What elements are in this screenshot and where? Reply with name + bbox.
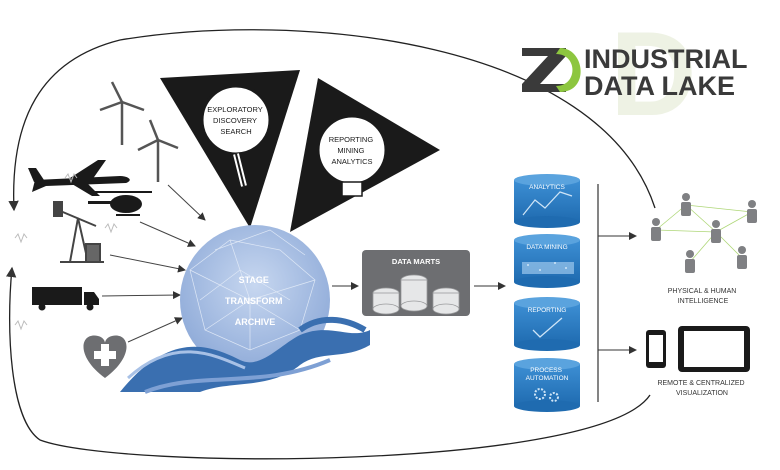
line-chart-icon <box>522 191 573 216</box>
wind-turbine-icon <box>99 81 179 182</box>
scatter-dots-icon <box>522 262 574 274</box>
checkmark-icon <box>532 317 563 338</box>
exploratory-line3: SEARCH <box>220 127 251 136</box>
heart-health-icon <box>83 335 127 378</box>
zd-mark-icon <box>522 48 581 92</box>
output-process-line2: AUTOMATION <box>526 375 569 382</box>
output-reporting: REPORTING <box>514 297 580 351</box>
source-arrows <box>101 184 206 343</box>
logo-watermark: D <box>610 7 697 141</box>
logo-line1: INDUSTRIAL <box>584 44 748 74</box>
data-marts: DATA MARTS <box>362 250 470 316</box>
reporting-line1: REPORTING <box>329 135 374 144</box>
signal-waves-icon <box>14 172 118 331</box>
svg-text:PROCESS AUTOMATION: PROCESS AUTOMATION <box>526 367 569 382</box>
data-marts-label: DATA MARTS <box>392 257 440 266</box>
output-process-automation: PROCESS AUTOMATION <box>514 358 580 412</box>
lake-line2: TRANSFORM <box>225 296 283 306</box>
exploratory-line1: EXPLORATORY <box>207 105 262 114</box>
intelligence-line1: PHYSICAL & HUMAN <box>668 288 737 295</box>
people-network-icon <box>651 193 757 273</box>
devices-icon <box>646 326 750 372</box>
reporting-line2: MINING <box>337 146 364 155</box>
output-data-mining-label: DATA MINING <box>526 244 567 251</box>
data-lake-sphere: STAGE TRANSFORM ARCHIVE <box>180 225 330 375</box>
svg-text:STAGE TRANSFORM AR: STAGE TRANSFORM ARCHIVE <box>225 275 285 327</box>
reporting-line3: ANALYTICS <box>331 157 372 166</box>
wave-icon <box>120 316 370 394</box>
lake-line3: ARCHIVE <box>235 317 276 327</box>
svg-text:REPORTING MINING A: REPORTING MINING ANALYTICS <box>329 135 376 166</box>
output-data-mining: DATA MINING <box>514 234 580 288</box>
lake-line1: STAGE <box>239 275 269 285</box>
output-reporting-label: REPORTING <box>528 307 567 314</box>
truck-icon <box>32 287 99 311</box>
feedback-loop-top <box>8 29 656 212</box>
svg-text:PHYSICAL & HUMAN INTELLIGE: PHYSICAL & HUMAN INTELLIGENCE <box>668 288 739 305</box>
oil-pump-icon <box>53 201 104 263</box>
gears-icon <box>534 388 559 402</box>
airplane-icon <box>28 160 130 196</box>
exploratory-funnel: EXPLORATORY DISCOVERY SEARCH <box>160 70 300 228</box>
svg-text:REMOTE & CENTRALIZED VISUA: REMOTE & CENTRALIZED VISUALIZATION <box>657 380 746 397</box>
logo: D INDUSTRIAL DATA LAKE <box>522 7 748 141</box>
reporting-funnel: REPORTING MINING ANALYTICS <box>290 78 440 232</box>
logo-line2: DATA LAKE <box>584 71 735 101</box>
output-analytics: ANALYTICS <box>514 174 580 228</box>
output-process-line1: PROCESS <box>530 367 562 374</box>
svg-text:EXPLORATORY DISCOVERY: EXPLORATORY DISCOVERY SEARCH <box>207 105 264 136</box>
helicopter-icon <box>88 191 152 216</box>
output-analytics-label: ANALYTICS <box>529 184 565 191</box>
intelligence-line2: INTELLIGENCE <box>678 298 729 305</box>
exploratory-line2: DISCOVERY <box>213 116 257 125</box>
database-cylinders-icon <box>372 274 460 315</box>
visualization-line2: VISUALIZATION <box>676 390 728 397</box>
visualization-line1: REMOTE & CENTRALIZED <box>657 380 744 387</box>
feedback-loop-bottom <box>5 266 651 460</box>
